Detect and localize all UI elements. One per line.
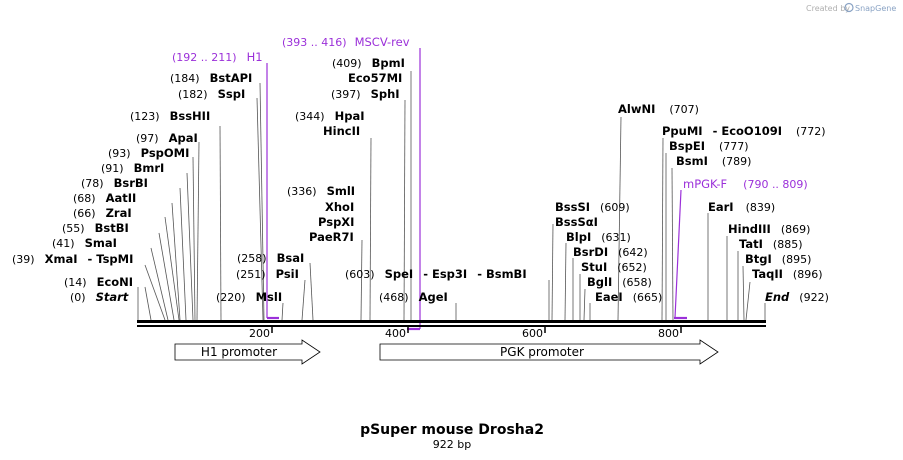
scale-label-600: 600 [522,327,543,340]
backbone-bottom-strand [137,325,766,327]
site-label-bstapi: (184)BstAPI [170,71,252,85]
site-label-blpi: BlpI(631) [566,230,631,244]
scale-label-400: 400 [385,327,406,340]
site-label-bsrdi: BsrDI(642) [573,245,648,259]
site-label-smli: (336)SmlI [287,184,355,198]
site-label-taqii: TaqII(896) [752,267,823,281]
site-label-eco57mi: Eco57MI [348,71,402,85]
site-labels-right: BssSI(609) BssSαI BlpI(631) BsrDI(642) S… [555,102,829,304]
site-label-zrai: (66)ZraI [73,206,132,220]
site-label-bsssai: BssSαI [555,215,598,229]
site-label-xmai: (39)XmaI- TspMI [12,252,133,266]
site-label-eaei: EaeI(665) [595,290,662,304]
site-label-sphi: (397)SphI [331,87,400,101]
backbone-top-strand [137,320,766,323]
site-label-eari: EarI(839) [708,200,775,214]
site-label-spei: (603)SpeI- Esp3I- BsmBI [345,267,527,281]
site-label-hindiii: HindIII(869) [728,222,810,236]
primer-labels: (192 .. 211)H1 (393 .. 416)MSCV-rev mPGK… [172,35,808,191]
primer-label-mpgk-f: mPGK-F(790 .. 809) [683,177,808,191]
site-label-hincii: HincII [323,124,360,138]
site-label-xhoi: XhoI [325,200,354,214]
primer-mpgk-f-line [674,189,682,319]
site-label-agei: (468)AgeI [379,290,448,304]
site-labels: (0)Start (14)EcoNI (39)XmaI- TspMI (41)S… [12,56,527,304]
site-label-sspi: (182)SspI [178,87,245,101]
primer-label-h1: (192 .. 211)H1 [172,50,263,64]
site-label-bgli: BglI(658) [587,275,652,289]
site-label-pspomi: (93)PspOMI [108,146,189,160]
feature-label-h1-promoter: H1 promoter [201,345,277,359]
scale-label-200: 200 [249,327,270,340]
site-label-stui: StuI(652) [581,260,647,274]
site-label-bsmi: BsmI(789) [676,154,751,168]
map-title: pSuper mouse Drosha2 [360,422,544,438]
credit-brand: SnapGene [855,4,896,13]
site-label-econi: (14)EcoNI [64,275,133,289]
site-label-bmri: (91)BmrI [101,161,164,175]
site-label-bsshii: (123)BssHII [130,109,210,123]
leader-lines [137,71,766,321]
credit: Created by SnapGene [806,2,896,13]
site-label-msli: (220)MslI [216,290,282,304]
site-label-ppumi: PpuMI- EcoO109I(772) [662,124,826,138]
site-label-paer7i: PaeR7I [309,230,354,244]
snapgene-logo-icon [844,2,854,13]
site-label-aatii: (68)AatII [73,191,136,205]
site-label-end: End(922) [765,290,829,304]
site-label-bspei: BspEI(777) [669,139,749,153]
features: H1 promoter PGK promoter [174,339,719,365]
site-label-hpai: (344)HpaI [295,109,365,123]
primer-label-mscv-rev: (393 .. 416)MSCV-rev [282,35,410,49]
feature-arrow-pgk-promoter [379,339,719,365]
primer-markers [266,48,687,331]
site-label-bsssi: BssSI(609) [555,200,630,214]
site-label-apai: (97)ApaI [136,131,198,145]
site-label-alwni: AlwNI(707) [618,102,699,116]
site-label-bsrbi: (78)BsrBI [81,176,148,190]
site-label-start: (0)Start [70,290,129,304]
site-label-smai: (41)SmaI [52,236,117,250]
site-label-btgi: BtgI(895) [745,252,811,266]
site-label-pspxi: PspXI [318,215,354,229]
map-length: 922 bp [433,438,471,451]
site-label-psii: (251)PsiI [236,267,299,281]
backbone: 200 400 600 800 [137,320,766,340]
scale-label-800: 800 [658,327,679,340]
site-label-bpmi: (409)BpmI [332,56,405,70]
feature-label-pgk-promoter: PGK promoter [500,345,584,359]
feature-arrow-h1-promoter [174,339,321,365]
credit-prefix: Created by [806,4,850,13]
site-label-tati: TatI(885) [739,237,803,251]
site-label-bstbi: (55)BstBI [62,221,129,235]
site-label-bsai: (258)BsaI [237,251,304,265]
